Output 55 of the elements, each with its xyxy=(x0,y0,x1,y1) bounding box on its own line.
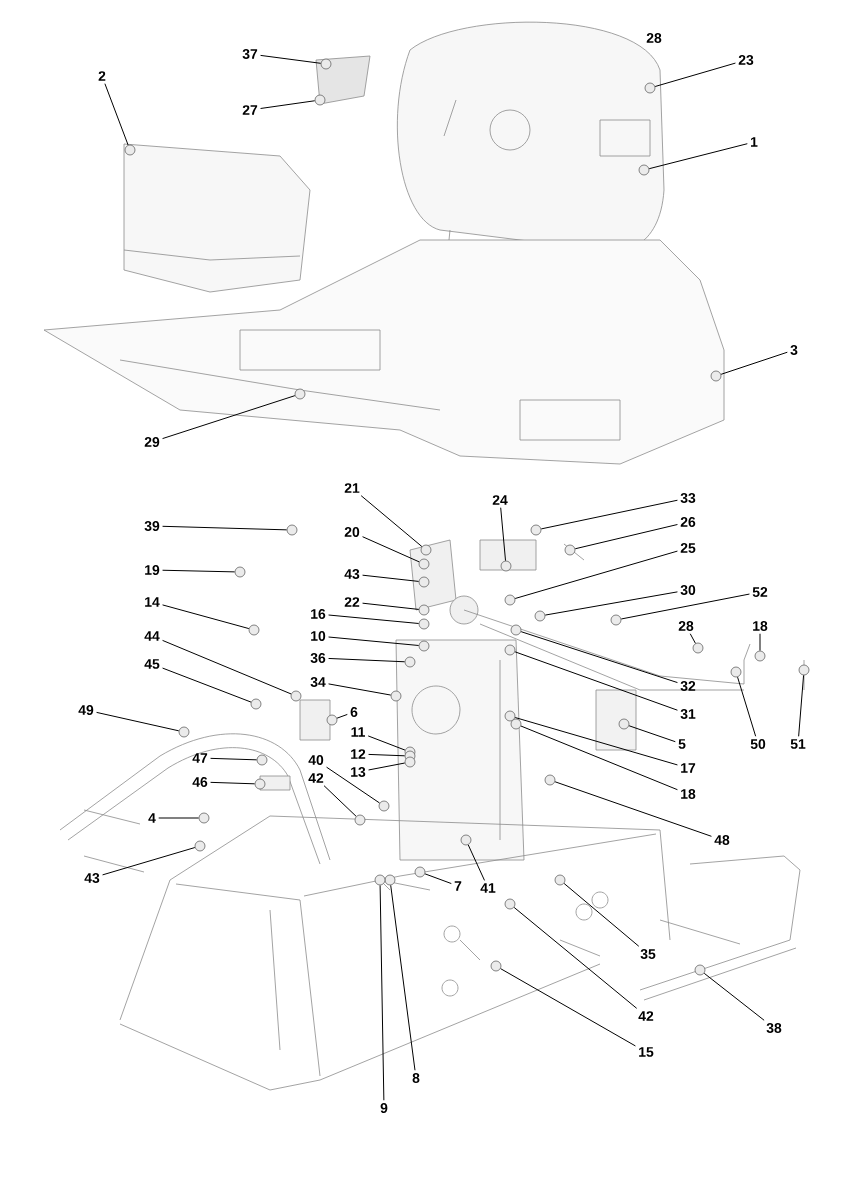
leader-line xyxy=(162,395,296,440)
leader-line xyxy=(514,651,678,711)
leader-line xyxy=(162,639,292,695)
leader-line xyxy=(336,713,348,719)
leader-line xyxy=(162,667,252,703)
leader-line xyxy=(737,676,757,737)
leader-line xyxy=(689,633,696,644)
leader-line xyxy=(759,633,761,652)
leader-line xyxy=(210,757,258,761)
leader-line xyxy=(328,657,406,663)
leader-line xyxy=(158,817,200,819)
leader-line xyxy=(162,569,236,573)
leader-line xyxy=(514,550,678,599)
leader-line xyxy=(260,54,322,64)
leader-line xyxy=(102,847,196,876)
leader-line xyxy=(620,593,750,620)
leader-line xyxy=(360,495,423,548)
leader-line xyxy=(798,674,805,737)
leader-line xyxy=(648,143,748,170)
leader-line xyxy=(424,873,452,885)
leader-line xyxy=(554,781,712,837)
leader-line xyxy=(500,507,506,562)
leader-line xyxy=(96,711,180,732)
leader-line xyxy=(628,725,676,743)
leader-line xyxy=(368,762,406,771)
leader-line xyxy=(563,883,640,947)
leader-line xyxy=(367,735,406,751)
leader-line xyxy=(720,351,788,375)
leader-line xyxy=(328,614,420,624)
leader-line xyxy=(323,785,357,817)
leader-line xyxy=(328,636,420,646)
leader-line xyxy=(328,683,392,696)
leader-line xyxy=(514,717,678,766)
leader-line xyxy=(513,906,638,1009)
leader-line xyxy=(703,972,765,1021)
leader-line xyxy=(540,499,678,530)
leader-line xyxy=(379,884,385,1101)
leader-line xyxy=(520,631,678,684)
leader-line xyxy=(162,604,250,630)
leader-line xyxy=(390,884,416,1071)
leader-line xyxy=(520,725,678,791)
leader-line xyxy=(544,591,678,616)
leader-line xyxy=(362,536,420,563)
leader-line xyxy=(500,968,636,1047)
leader-line xyxy=(104,83,129,146)
leader-line xyxy=(574,524,678,550)
leader-line xyxy=(326,766,381,804)
leader-line xyxy=(362,602,420,610)
leader-line xyxy=(362,574,420,582)
leader-line xyxy=(162,525,288,531)
leader-line xyxy=(467,844,485,881)
leader-line xyxy=(260,100,316,109)
leader-line xyxy=(654,62,736,87)
leader-line xyxy=(368,753,406,757)
leader-line xyxy=(210,781,256,785)
